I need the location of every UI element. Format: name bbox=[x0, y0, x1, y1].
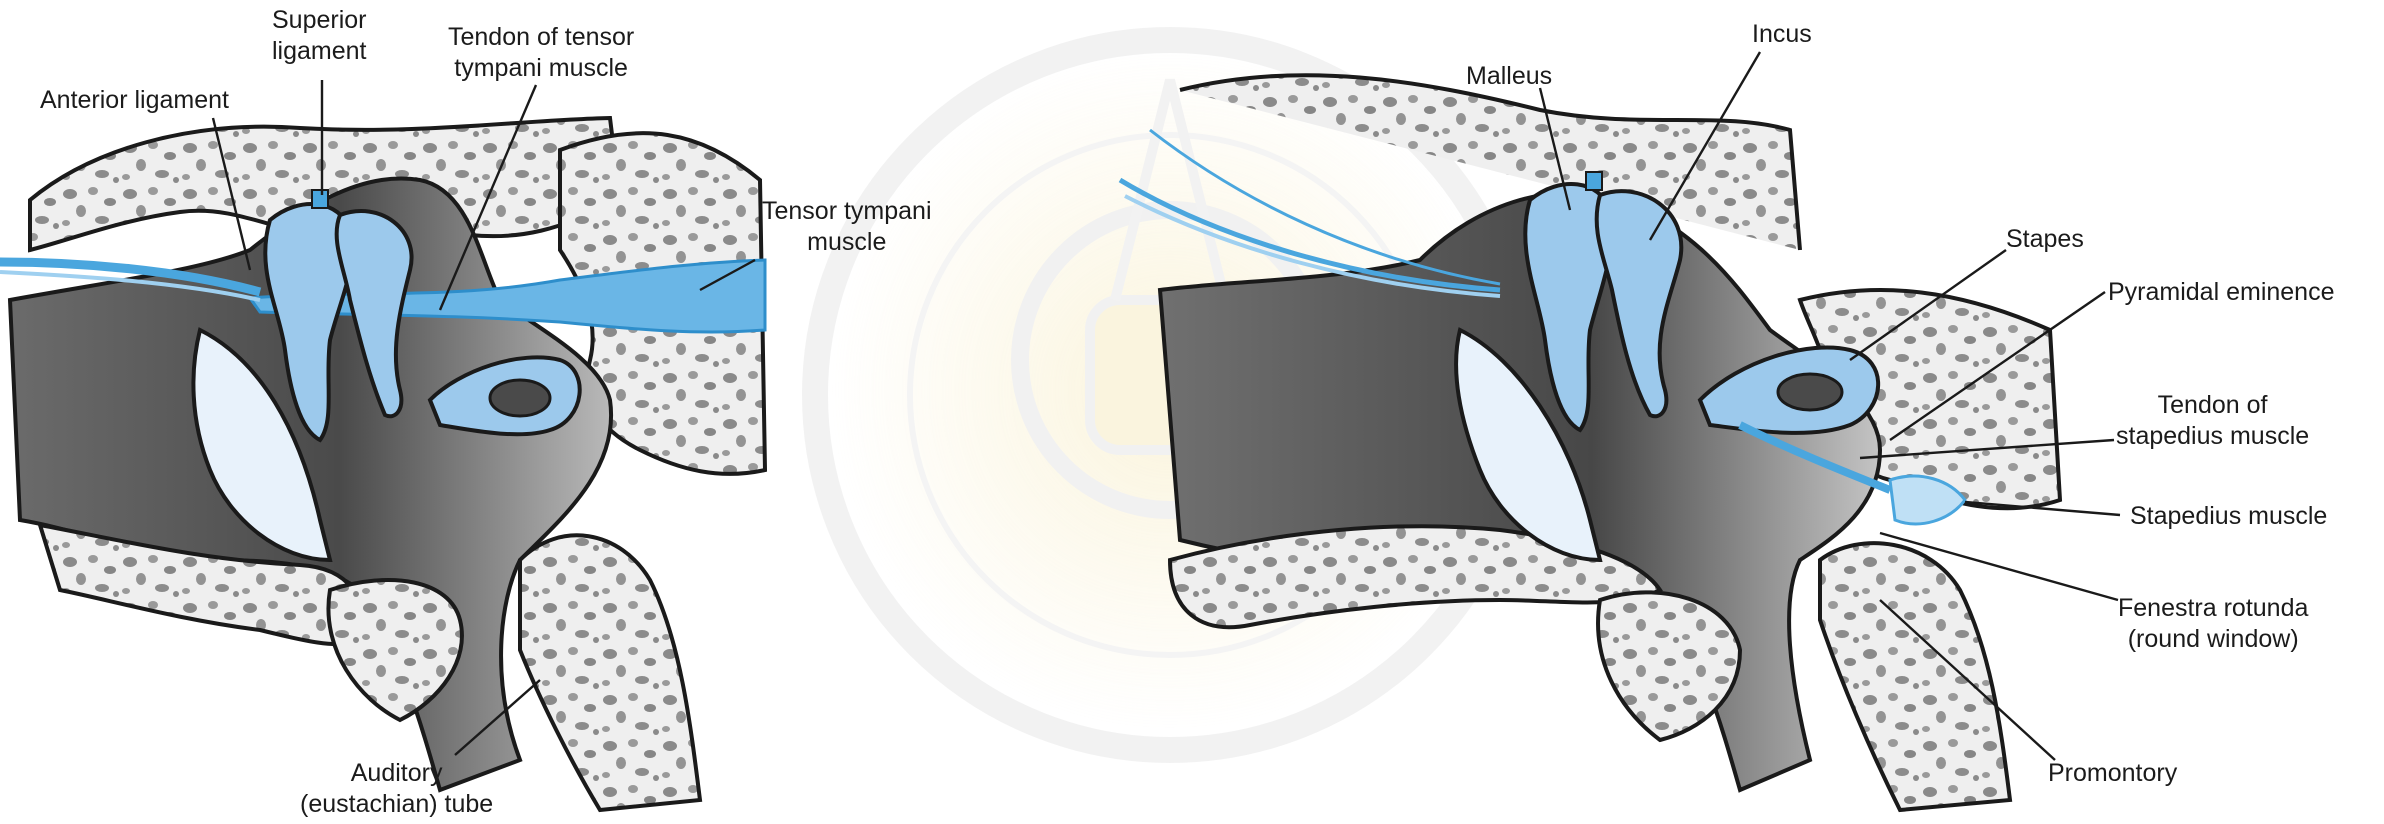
fenestra-rotunda-line-1: Fenestra rotunda bbox=[2118, 593, 2308, 624]
tendon-stapedius-line-1: Tendon of bbox=[2116, 390, 2309, 421]
tendon-stapedius-label: Tendon of stapedius muscle bbox=[2116, 390, 2309, 452]
tensor-tympani-muscle-label: Tensor tympani muscle bbox=[762, 196, 932, 258]
auditory-tube-line-2: (eustachian) tube bbox=[300, 789, 493, 820]
right-promontory-bone bbox=[1820, 543, 2010, 810]
incus-label: Incus bbox=[1752, 19, 1812, 50]
fenestra-rotunda-line-2: (round window) bbox=[2118, 624, 2308, 655]
superior-ligament-line-1: Superior bbox=[272, 5, 367, 36]
left-petrous-block bbox=[520, 535, 700, 810]
tensor-tympani-muscle-line-2: muscle bbox=[762, 227, 932, 258]
tendon-tensor-tympani-line-1: Tendon of tensor bbox=[448, 22, 634, 53]
tendon-tensor-tympani-line-2: tympani muscle bbox=[448, 53, 634, 84]
promontory-label: Promontory bbox=[2048, 758, 2177, 789]
left-ear-section bbox=[0, 118, 765, 810]
pyramidal-eminence-label: Pyramidal eminence bbox=[2108, 277, 2335, 308]
stapedius-muscle-label: Stapedius muscle bbox=[2130, 501, 2327, 532]
tendon-stapedius-line-2: stapedius muscle bbox=[2116, 421, 2309, 452]
tendon-tensor-tympani-label: Tendon of tensor tympani muscle bbox=[448, 22, 634, 84]
anterior-ligament-label: Anterior ligament bbox=[40, 85, 229, 116]
malleus-label: Malleus bbox=[1466, 61, 1552, 92]
stapes-label: Stapes bbox=[2006, 224, 2084, 255]
superior-ligament-label: Superior ligament bbox=[272, 5, 367, 67]
auditory-tube-line-1: Auditory bbox=[300, 758, 493, 789]
auditory-tube-label: Auditory (eustachian) tube bbox=[300, 758, 493, 820]
tensor-tympani-muscle-line-1: Tensor tympani bbox=[762, 196, 932, 227]
fenestra-rotunda-label: Fenestra rotunda (round window) bbox=[2118, 593, 2308, 655]
superior-ligament-line-2: ligament bbox=[272, 36, 367, 67]
